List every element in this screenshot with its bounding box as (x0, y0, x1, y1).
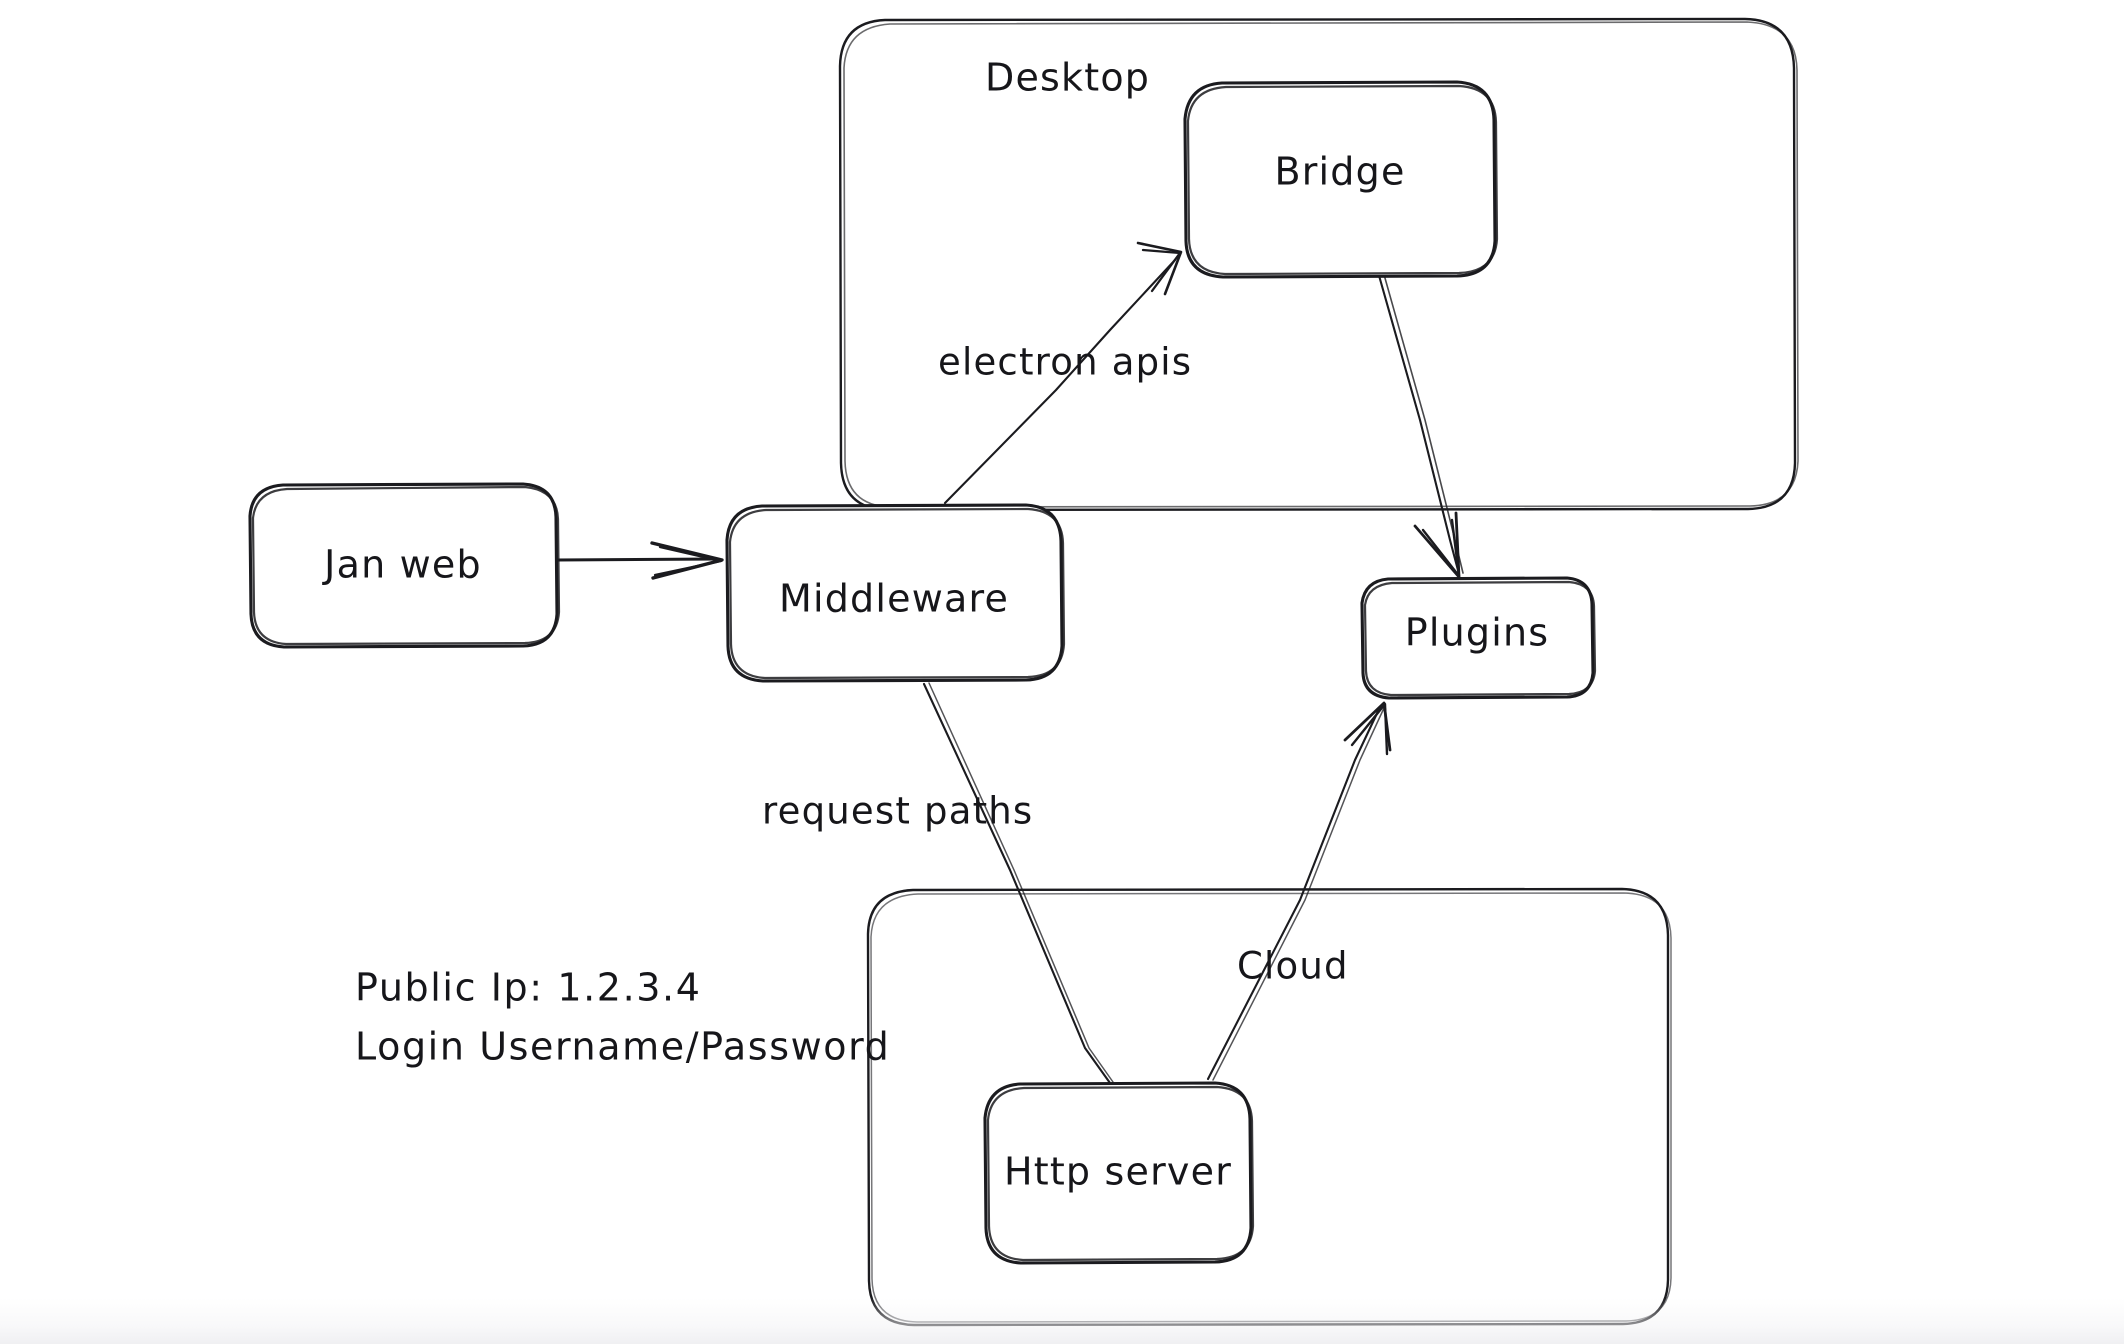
frame-desktop-label: Desktop (985, 56, 1150, 100)
edge-jan-to-middleware[interactable] (555, 541, 724, 580)
node-bridge-label: Bridge (1274, 150, 1405, 194)
node-bridge[interactable]: Bridge (1183, 80, 1499, 279)
node-plugins-label: Plugins (1405, 611, 1550, 655)
note-block: Public Ip: 1.2.3.4 Login Username/Passwo… (355, 966, 890, 1069)
edge-http-to-plugins[interactable]: Cloud (1206, 701, 1392, 1081)
node-jan-web[interactable]: Jan web (248, 482, 561, 649)
edge-middleware-to-http[interactable]: request paths (762, 682, 1114, 1085)
node-http-server[interactable]: Http server (983, 1081, 1255, 1265)
note-login-credentials: Login Username/Password (355, 1025, 890, 1069)
edge-bridge-to-plugins[interactable] (1376, 270, 1464, 579)
node-http-server-label: Http server (1004, 1150, 1232, 1194)
edge-label-request-paths: request paths (762, 790, 1033, 833)
edge-label-electron-apis: electron apis (938, 341, 1192, 384)
edge-middleware-to-bridge[interactable]: electron apis (938, 241, 1192, 505)
node-jan-web-label: Jan web (322, 543, 482, 587)
frame-desktop[interactable]: Desktop (838, 17, 1799, 512)
edge-label-cloud: Cloud (1237, 945, 1349, 988)
node-middleware-label: Middleware (779, 577, 1009, 621)
node-plugins[interactable]: Plugins (1360, 576, 1597, 700)
note-public-ip: Public Ip: 1.2.3.4 (355, 966, 702, 1010)
node-middleware[interactable]: Middleware (725, 503, 1066, 683)
